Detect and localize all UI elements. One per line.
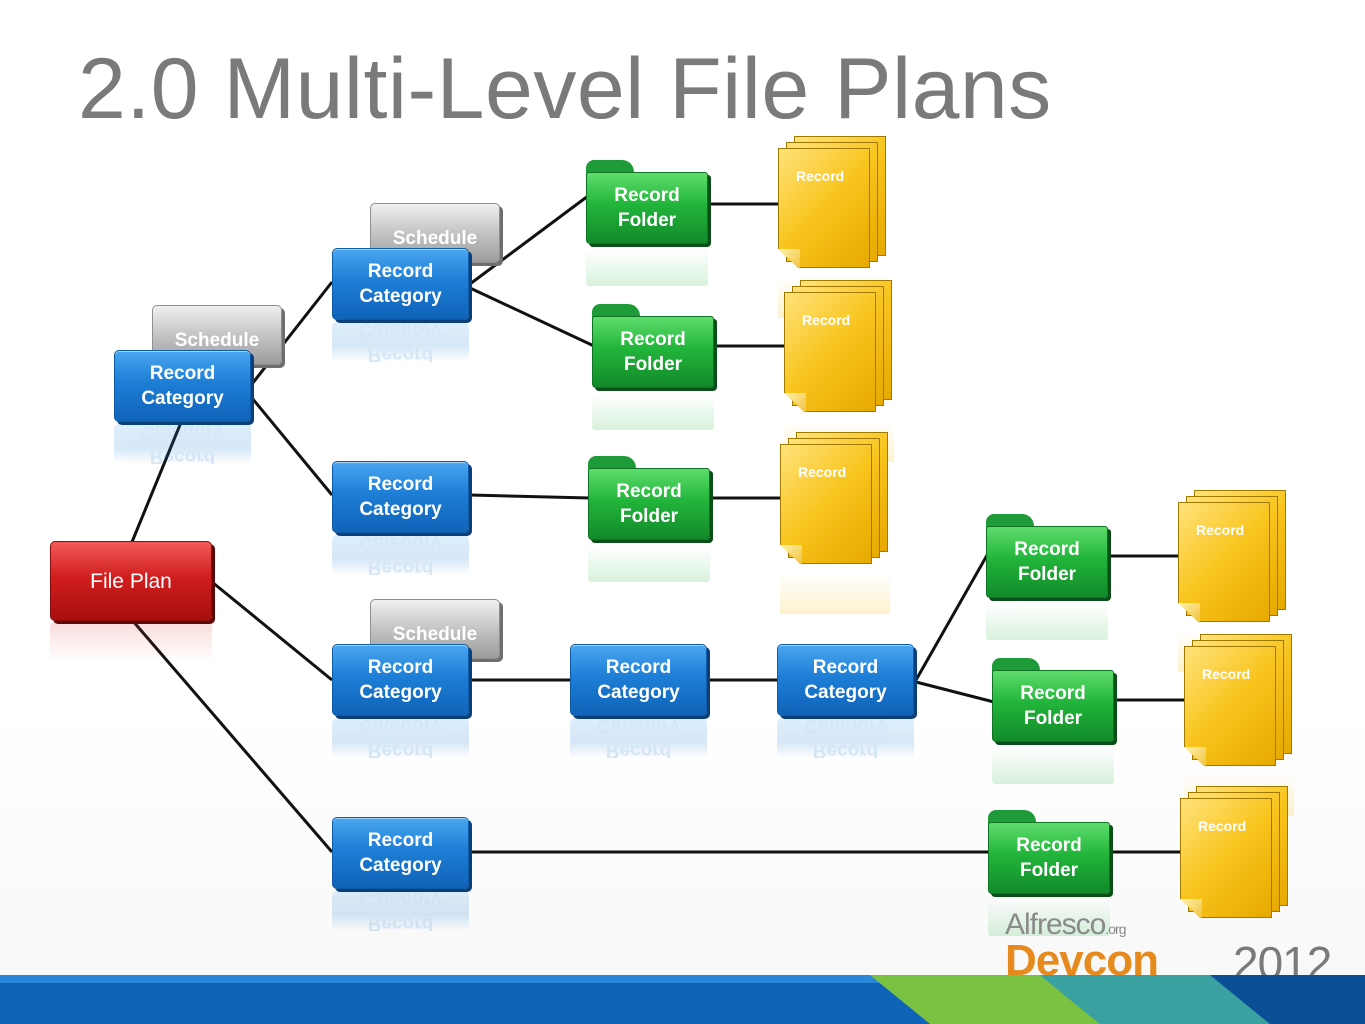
record-folder-5: Record Folder [992, 658, 1114, 744]
record-folder-label: Record Folder [1020, 683, 1086, 729]
footer-green-stripe [870, 975, 1100, 1024]
folder-reflection [588, 546, 710, 582]
record-label: Record [1202, 666, 1251, 682]
logo-brand: Alfresco.org [1005, 908, 1127, 942]
folder-reflection [986, 604, 1108, 640]
footer-teal-stripe [1040, 975, 1270, 1024]
logo-brand-suffix: .org [1105, 921, 1126, 937]
record-label: Record [1196, 522, 1245, 538]
connector-cat2-folder2 [469, 286, 595, 348]
record-folder-label: Record Folder [614, 185, 680, 231]
schedule-label: Schedule [392, 624, 478, 645]
connector-cat6-folder5 [915, 680, 995, 704]
folder-icon: Record Folder [586, 172, 708, 244]
record-category-label: Record Category [359, 261, 442, 307]
folder-reflection [992, 748, 1114, 784]
footer-band [0, 975, 1365, 1024]
record-category-box-1: Record Category [114, 350, 251, 422]
record-label: Record [796, 168, 845, 184]
document-icon [778, 148, 870, 268]
folder-reflection [586, 250, 708, 286]
record-category-box-5: Record Category [570, 644, 707, 716]
record-category-label: Record Category [597, 657, 680, 703]
schedule-label: Schedule [392, 228, 478, 249]
record-label: Record [1198, 818, 1247, 834]
record-folder-label: Record Folder [616, 481, 682, 527]
folder-icon: Record Folder [592, 316, 714, 388]
connector-cat1-cat3 [250, 397, 334, 496]
alfresco-devcon-logo: Alfresco.org Devcon 2012 [1005, 908, 1335, 989]
page-curl [780, 545, 802, 565]
record-folder-1: Record Folder [586, 160, 708, 246]
category-reflection: Record Category [332, 891, 469, 931]
slide-title: 2.0 Multi-Level File Plans [78, 41, 1052, 137]
record-folder-label: Record Folder [1014, 539, 1080, 585]
category-reflection: Record Category [570, 718, 707, 758]
connector-cat3-folder3 [469, 493, 591, 500]
record-category-label: Record Category [141, 363, 224, 409]
category-reflection: Record Category [114, 424, 251, 464]
footer-dark-stripe [1210, 975, 1365, 1024]
page-curl [784, 393, 806, 413]
file-plan-reflection [50, 622, 212, 662]
record-label: Record [802, 312, 851, 328]
footer-blue-highlight [0, 975, 1365, 983]
record-folder-6: Record Folder [988, 810, 1110, 896]
record-category-label: Record Category [359, 657, 442, 703]
connector-cat1-cat2 [250, 281, 334, 385]
connector-fileplan-cat4 [211, 580, 333, 682]
record-stack-reflection [780, 572, 890, 614]
record-category-box-4: Record Category [332, 644, 469, 716]
file-plan-box: File Plan [50, 541, 212, 621]
record-category-box-2: Record Category [332, 248, 469, 320]
category-reflection: Record Category [777, 718, 914, 758]
file-plan-label: File Plan [90, 569, 172, 593]
document-icon [1180, 798, 1272, 918]
record-stack-3: Record [780, 432, 890, 572]
category-reflection: Record Category [332, 322, 469, 362]
category-reflection: Record Category [332, 535, 469, 575]
record-category-box-3: Record Category [332, 461, 469, 533]
record-category-label: Record Category [359, 830, 442, 876]
record-category-label: Record Category [804, 657, 887, 703]
record-category-box-7: Record Category [332, 817, 469, 889]
page-curl [778, 249, 800, 269]
connector-cat2-folder1 [469, 194, 589, 286]
connector-fileplan-cat7 [130, 619, 334, 853]
logo-brand-text: Alfresco [1005, 908, 1106, 941]
folder-icon: Record Folder [992, 670, 1114, 742]
record-stack-6: Record [1180, 786, 1290, 926]
category-reflection: Record Category [332, 718, 469, 758]
document-icon [780, 444, 872, 564]
record-label: Record [798, 464, 847, 480]
document-icon [1178, 502, 1270, 622]
folder-icon: Record Folder [588, 468, 710, 540]
record-folder-label: Record Folder [1016, 835, 1082, 881]
folder-icon: Record Folder [986, 526, 1108, 598]
document-icon [784, 292, 876, 412]
record-stack-4: Record [1178, 490, 1288, 630]
schedule-label: Schedule [174, 330, 260, 351]
record-category-label: Record Category [359, 474, 442, 520]
folder-icon: Record Folder [988, 822, 1110, 894]
folder-reflection [988, 900, 1110, 936]
record-stack-1: Record [778, 136, 888, 276]
record-folder-4: Record Folder [986, 514, 1108, 600]
record-folder-3: Record Folder [588, 456, 710, 542]
record-stack-2: Record [784, 280, 894, 420]
connector-fileplan-cat1 [130, 419, 184, 543]
record-stack-5: Record [1184, 634, 1294, 774]
record-folder-2: Record Folder [592, 304, 714, 390]
connector-cat6-folder4 [914, 549, 992, 681]
document-icon [1184, 646, 1276, 766]
record-category-box-6: Record Category [777, 644, 914, 716]
folder-reflection [592, 394, 714, 430]
record-folder-label: Record Folder [620, 329, 686, 375]
